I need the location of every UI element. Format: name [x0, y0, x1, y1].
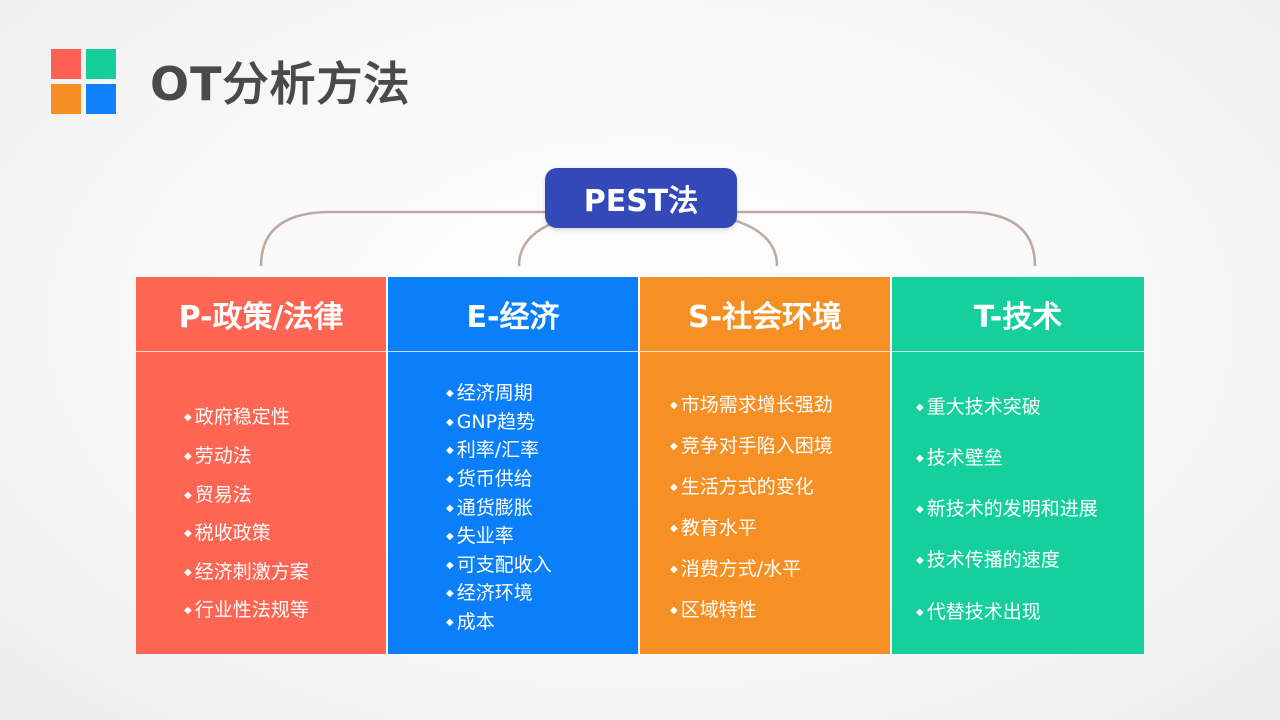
column-technology: T-技术 重大技术突破 技术壁垒 新技术的发明和进展 技术传播的速度 代替技术出…: [892, 277, 1144, 654]
list-item: 区域特性: [670, 595, 757, 622]
list-item: 经济环境: [446, 578, 533, 605]
list-item: 竞争对手陷入困境: [670, 431, 833, 458]
list-item: 经济周期: [446, 378, 533, 405]
connector-left: [259, 210, 546, 267]
column-social: S-社会环境 市场需求增长强劲 竞争对手陷入困境 生活方式的变化 教育水平 消费…: [640, 277, 890, 654]
page-title: OT分析方法: [150, 57, 411, 111]
list-item: 成本: [446, 607, 495, 634]
list-item: 贸易法: [184, 480, 252, 507]
list-item: GNP趋势: [446, 407, 535, 434]
list-item: 通货膨胀: [446, 493, 533, 520]
column-header: P-政策/法律: [136, 277, 386, 352]
column-body: 市场需求增长强劲 竞争对手陷入困境 生活方式的变化 教育水平 消费方式/水平 区…: [640, 352, 890, 654]
column-header: T-技术: [892, 277, 1144, 352]
column-economic: E-经济 经济周期 GNP趋势 利率/汇率 货币供给 通货膨胀 失业率 可支配收…: [388, 277, 638, 654]
list-item: 技术传播的速度: [916, 545, 1060, 572]
column-body: 政府稳定性 劳动法 贸易法 税收政策 经济刺激方案 行业性法规等: [136, 352, 386, 654]
list-item: 消费方式/水平: [670, 554, 801, 581]
logo-square-red: [51, 49, 81, 79]
pest-grid: P-政策/法律 政府稳定性 劳动法 贸易法 税收政策 经济刺激方案 行业性法规等…: [136, 277, 1144, 654]
list-item: 可支配收入: [446, 550, 552, 577]
pest-badge: PEST法: [545, 168, 737, 228]
connector-right: [736, 210, 1037, 267]
list-item: 重大技术突破: [916, 392, 1041, 419]
column-header: S-社会环境: [640, 277, 890, 352]
list-item: 经济刺激方案: [184, 557, 309, 584]
logo-square-blue: [86, 84, 116, 114]
column-political: P-政策/法律 政府稳定性 劳动法 贸易法 税收政策 经济刺激方案 行业性法规等: [136, 277, 386, 654]
logo-square-orange: [51, 84, 81, 114]
list-item: 政府稳定性: [184, 402, 290, 429]
column-body: 经济周期 GNP趋势 利率/汇率 货币供给 通货膨胀 失业率 可支配收入 经济环…: [388, 352, 638, 654]
list-item: 市场需求增长强劲: [670, 390, 833, 417]
column-body: 重大技术突破 技术壁垒 新技术的发明和进展 技术传播的速度 代替技术出现: [892, 352, 1144, 654]
list-item: 技术壁垒: [916, 443, 1003, 470]
list-item: 生活方式的变化: [670, 472, 814, 499]
list-item: 失业率: [446, 521, 514, 548]
list-item: 劳动法: [184, 441, 252, 468]
list-item: 教育水平: [670, 513, 757, 540]
logo-square-green: [86, 49, 116, 79]
list-item: 税收政策: [184, 518, 271, 545]
list-item: 货币供给: [446, 464, 533, 491]
list-item: 行业性法规等: [184, 595, 309, 622]
column-header: E-经济: [388, 277, 638, 352]
list-item: 新技术的发明和进展: [916, 494, 1098, 521]
list-item: 代替技术出现: [916, 597, 1041, 624]
list-item: 利率/汇率: [446, 435, 539, 462]
logo-icon: [51, 49, 117, 115]
